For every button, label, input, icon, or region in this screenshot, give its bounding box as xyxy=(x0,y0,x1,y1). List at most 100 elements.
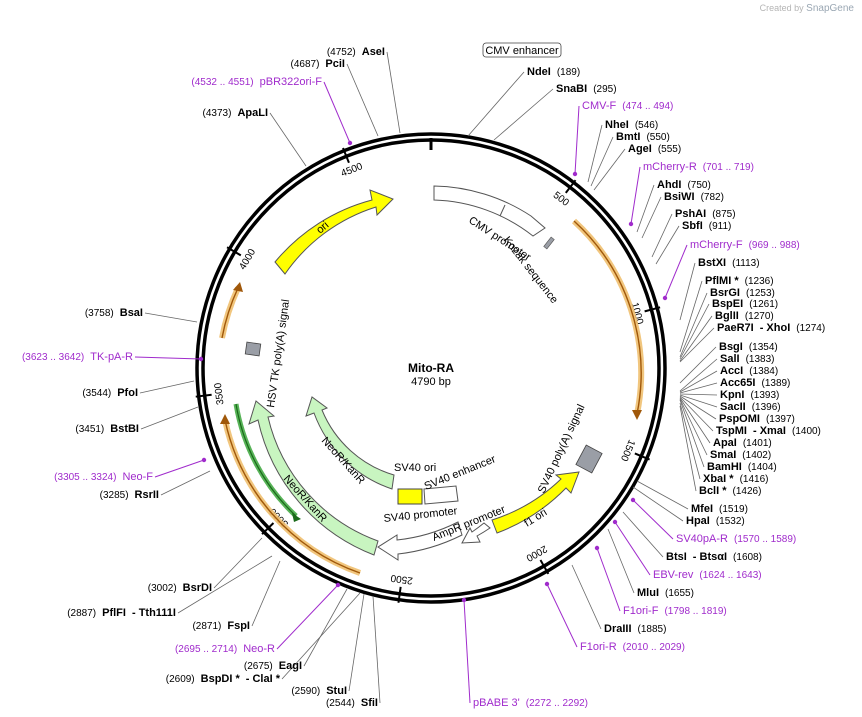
site-name: BstBI xyxy=(110,423,139,435)
site-name: ApaLI xyxy=(237,107,268,119)
site-leader-line xyxy=(140,406,199,430)
feature-label-kozak: Kozak sequence xyxy=(501,234,561,305)
orf-arrowhead-upper-left xyxy=(233,282,243,292)
tick-mark xyxy=(634,452,650,461)
site-leader-line xyxy=(664,244,688,299)
site-pos: (782) xyxy=(701,192,724,203)
site-name: SacII xyxy=(720,401,746,413)
site-pos: (750) xyxy=(687,180,710,191)
site-leader-line xyxy=(546,583,578,648)
site-leader-line xyxy=(679,358,718,392)
primer-label: F1ori-F(1798 .. 1819) xyxy=(623,605,727,617)
site-leader-line xyxy=(593,148,626,191)
site-pos: (1608) xyxy=(733,552,762,563)
site-pos: (2010 .. 2029) xyxy=(623,642,685,653)
site-label: (3002)BsrDI xyxy=(148,582,212,594)
site-name: XbaI * xyxy=(703,473,734,485)
site-label: SnaBI(295) xyxy=(556,83,617,95)
neo-arrow-arc xyxy=(235,403,297,517)
tick-label: 4500 xyxy=(340,161,365,180)
site-label: (3285)RsrII xyxy=(100,489,159,501)
site-leader-line xyxy=(655,225,680,265)
tick-mark xyxy=(261,522,275,535)
primer-label: (3305 .. 3324)Neo-F xyxy=(54,471,153,483)
site-leader-lines xyxy=(134,51,718,704)
site-label: PaeR7I- XhoI(1274) xyxy=(717,322,825,334)
cmv-enhancer-divider xyxy=(499,204,506,217)
ampr-promoter-arrow xyxy=(461,522,491,544)
primer-mark xyxy=(630,497,636,503)
credit-prefix: Created by xyxy=(759,3,804,13)
site-leader-line xyxy=(679,395,717,420)
site-name: FspI xyxy=(227,620,250,632)
feature-label-cmv-enhancer: CMV enhancer xyxy=(485,45,559,57)
site-leader-line xyxy=(614,521,651,576)
site-leader-line xyxy=(679,292,708,358)
site-name: SmaI xyxy=(710,449,736,461)
site-pos: (1519) xyxy=(719,504,748,515)
site-name: Neo-F xyxy=(122,471,153,483)
site-pos: (2544) xyxy=(326,698,355,709)
site-label: (3758)BsaI xyxy=(85,307,143,319)
tick-mark xyxy=(644,306,661,313)
site-pos: (2675) xyxy=(244,661,273,672)
primer-mark xyxy=(198,356,204,362)
site-leader-line xyxy=(177,555,273,614)
primer-mark xyxy=(572,171,578,177)
primer-label: mCherry-R(701 .. 719) xyxy=(643,161,754,173)
site-label: (2887)PflFI- Tth111I xyxy=(67,607,176,619)
site-name: pBABE 3' xyxy=(473,697,520,709)
site-label: BspEI(1261) xyxy=(712,298,778,310)
site-pos: (969 .. 988) xyxy=(749,240,800,251)
tick-label: 4000 xyxy=(237,247,258,272)
neo-arrowhead xyxy=(292,513,301,522)
site-pos: (546) xyxy=(635,120,658,131)
site-name: BamHI xyxy=(707,461,742,473)
site-leader-line xyxy=(679,262,696,321)
site-label: AgeI(555) xyxy=(628,143,681,155)
site-leader-line xyxy=(679,398,708,456)
site-leader-line xyxy=(160,470,211,496)
site-pos: (474 .. 494) xyxy=(622,101,673,112)
site-name: BsrDI xyxy=(183,582,212,594)
site-name: BsrGI xyxy=(710,287,740,299)
primer-label: mCherry-F(969 .. 988) xyxy=(690,239,800,251)
site-label: AhdI(750) xyxy=(657,179,711,191)
site-label: ApaI(1401) xyxy=(713,437,772,449)
site-label: SmaI(1402) xyxy=(710,449,771,461)
site-pos: (550) xyxy=(646,132,669,143)
site-leader-line xyxy=(269,112,307,167)
site-pos: (1396) xyxy=(752,402,781,413)
tick-mark xyxy=(342,147,350,164)
site-suffix: - ClaI * xyxy=(246,673,281,685)
site-pos: (2887) xyxy=(67,608,96,619)
site-label: (3544)PfoI xyxy=(82,387,138,399)
primer-label: (4532 .. 4551)pBR322ori-F xyxy=(191,76,322,88)
site-name: SfiI xyxy=(361,697,378,709)
tick-label: 2500 xyxy=(390,572,414,586)
site-leader-line xyxy=(679,399,705,468)
site-name: PspOMI xyxy=(719,413,760,425)
site-label: KpnI(1393) xyxy=(720,389,779,401)
tick-mark xyxy=(397,586,402,603)
site-name: NdeI xyxy=(527,66,551,78)
site-label: MfeI(1519) xyxy=(691,503,748,515)
site-name: BsgI xyxy=(719,341,743,353)
site-leader-line xyxy=(679,315,713,362)
feature-label-sv40-ori: SV40 ori xyxy=(394,462,436,474)
site-pos: (1389) xyxy=(761,378,790,389)
site-leader-line xyxy=(571,564,602,630)
site-pos: (1384) xyxy=(749,366,778,377)
site-name: PciI xyxy=(325,58,345,70)
primer-label: F1ori-R(2010 .. 2029) xyxy=(580,641,685,653)
site-pos: (1113) xyxy=(732,258,759,269)
site-label: PshAI(875) xyxy=(675,208,736,220)
site-suffix: - XmaI xyxy=(753,425,786,437)
site-leader-line xyxy=(636,480,689,510)
site-leader-line xyxy=(679,327,715,363)
site-name: CMV-F xyxy=(582,100,617,112)
site-name: TspMI xyxy=(716,425,747,437)
tick-mark xyxy=(539,559,550,575)
site-pos: (911) xyxy=(709,221,732,232)
site-leader-line xyxy=(574,105,580,175)
